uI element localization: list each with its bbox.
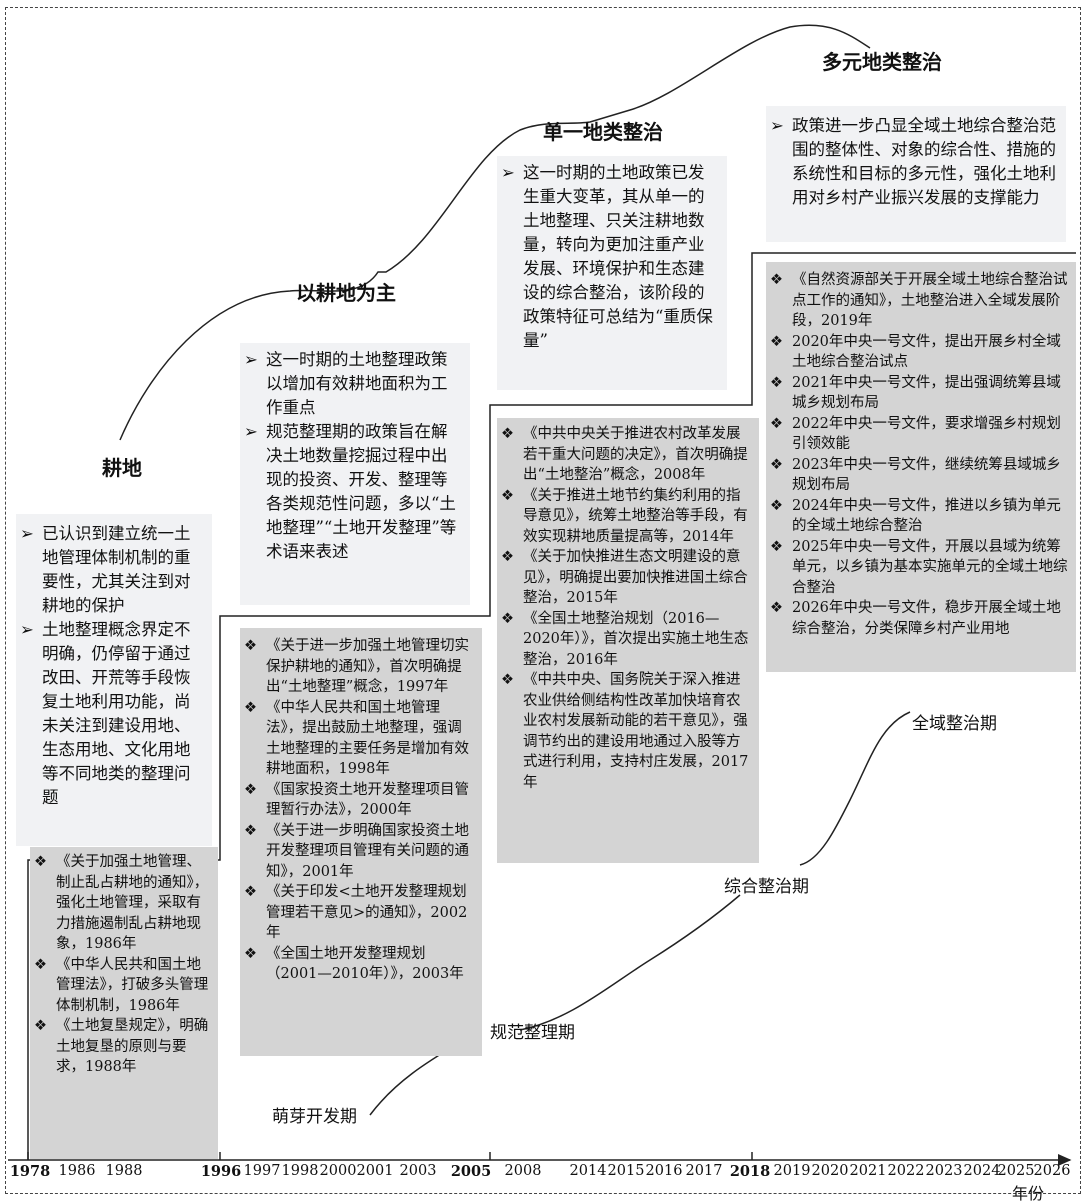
- stage-title-cultivated: 耕地: [102, 456, 142, 480]
- summary-item: ➢土地整理概念界定不明确，仍停留于通过改田、开荒等手段恢复土地利用功能，尚未关注…: [20, 620, 191, 807]
- axis-tick-label: 2019: [773, 1163, 811, 1179]
- axis-tick-label: 2026: [1033, 1163, 1071, 1179]
- axis-tick-label: 2003: [399, 1163, 437, 1179]
- summary-item: ➢已认识到建立统一土地管理体制机制的重要性，尤其关注到对耕地的保护: [20, 524, 191, 615]
- axis-tick-label: 2001: [356, 1163, 394, 1179]
- policy-item: ❖2020年中央一号文件，提出开展乡村全域土地综合整治试点: [770, 333, 1061, 371]
- policy-item: ❖《关于加快推进生态文明建设的意见》，明确提出要加快推进国土综合整治，2015年: [501, 549, 748, 606]
- axis-tick-label: 2008: [504, 1163, 542, 1179]
- axis-title: 年份: [1012, 1184, 1045, 1203]
- stage-title-cultivated-main: 以耕地为主: [296, 281, 396, 305]
- policy-item: ❖2022年中央一号文件，要求增强乡村规划引领效能: [770, 415, 1061, 453]
- policy-box-1: ❖《关于加强土地管理、制止乱占耕地的通知》，强化土地管理，采取有力措施遏制乱占耕…: [30, 847, 218, 1159]
- policy-item: ❖《国家投资土地开发整理项目管理暂行办法》，2000年: [244, 781, 469, 819]
- policy-item: ❖《全国土地整治规划（2016—2020年）》，首次提出实施土地生态整治，201…: [501, 610, 749, 668]
- axis-tick-label: 1997: [243, 1163, 281, 1179]
- axis-tick-label: 2017: [685, 1163, 723, 1179]
- policy-item: ❖《土地复垦规定》，明确土地复垦的原则与要求，1988年: [34, 1018, 209, 1075]
- policy-item: ❖2024年中央一号文件，推进以乡镇为单元的全域土地综合整治: [770, 497, 1061, 535]
- policy-item: ❖2021年中央一号文件，提出强调统筹县域城乡规划布局: [770, 374, 1061, 412]
- diagram-frame: [5, 7, 1081, 1194]
- policy-box-4: ❖《自然资源部关于开展全域土地综合整治试点工作的通知》，土地整治进入全域发展阶段…: [766, 262, 1076, 672]
- axis-tick-label: 1988: [105, 1163, 143, 1179]
- stage-title-curve: [119, 24, 871, 441]
- policy-item: ❖《关于进一步加强土地管理切实保护耕地的通知》，首次明确提出“土地整理”概念，1…: [244, 638, 469, 695]
- axis-tick-label: 2018: [729, 1163, 771, 1180]
- summary-item: ➢这一时期的土地整理政策以增加有效耕地面积为工作重点: [244, 350, 448, 417]
- policy-item: ❖《全国土地开发整理规划（2001—2010年）》，2003年: [244, 945, 464, 983]
- policy-item: ❖2026年中央一号文件，稳步开展全域土地综合整治，分类保障乡村产业用地: [770, 600, 1061, 637]
- summary-item: ➢规范整理期的政策旨在解决土地数量挖掘过程中出现的投资、开发、整理等各类规范性问…: [244, 422, 457, 561]
- policy-item: ❖《自然资源部关于开展全域土地综合整治试点工作的通知》，土地整治进入全域发展阶段…: [770, 272, 1068, 329]
- axis-tick-label: 1978: [9, 1163, 51, 1180]
- summary-item: ➢政策进一步凸显全域土地综合整治范围的整体性、对象的综合性、措施的系统性和目标的…: [770, 116, 1056, 207]
- period-label-standardizing: 规范整理期: [490, 1023, 575, 1043]
- stage-title-multi: 多元地类整治: [822, 50, 942, 74]
- axis-tick-label: 2021: [849, 1163, 887, 1179]
- axis-tick-marks: [27, 1152, 753, 1160]
- axis-tick-label: 2022: [887, 1163, 925, 1179]
- period-label-budding: 萌芽开发期: [272, 1107, 357, 1127]
- axis-tick-label: 1986: [58, 1163, 96, 1179]
- policy-item: ❖《关于加强土地管理、制止乱占耕地的通知》，强化土地管理，采取有力措施遏制乱占耕…: [34, 854, 209, 952]
- summary-box-1: ➢已认识到建立统一土地管理体制机制的重要性，尤其关注到对耕地的保护 ➢土地整理概…: [16, 514, 212, 846]
- summary-box-4: ➢政策进一步凸显全域土地综合整治范围的整体性、对象的综合性、措施的系统性和目标的…: [766, 106, 1066, 242]
- axis-tick-label: 2016: [645, 1163, 683, 1179]
- axis-tick-label: 2014: [569, 1163, 607, 1179]
- policy-box-3: ❖《中共中央关于推进农村改革发展若干重大问题的决定》，首次明确提出“土地整治”概…: [497, 418, 759, 863]
- axis-tick-label: 2023: [925, 1163, 963, 1179]
- summary-box-2: ➢这一时期的土地整理政策以增加有效耕地面积为工作重点 ➢规范整理期的政策旨在解决…: [240, 343, 470, 605]
- policy-item: ❖《中华人民共和国土地管理法》，打破多头管理体制机制，1986年: [34, 956, 209, 1014]
- summary-box-3: ➢这一时期的土地政策已发生重大变革，其从单一的土地整理、只关注耕地数量，转向为更…: [497, 156, 727, 390]
- policy-item: ❖《中共中央关于推进农村改革发展若干重大问题的决定》，首次明确提出“土地整治”概…: [501, 426, 748, 483]
- policy-item: ❖《关于进一步明确国家投资土地开发整理项目管理有关问题的通知》，2001年: [244, 822, 469, 880]
- axis-tick-label: 2020: [811, 1163, 849, 1179]
- policy-box-2: ❖《关于进一步加强土地管理切实保护耕地的通知》，首次明确提出“土地整理”概念，1…: [240, 628, 482, 1056]
- period-label-comprehensive: 综合整治期: [724, 877, 809, 897]
- axis-tick-label: 1998: [281, 1163, 319, 1179]
- axis-tick-label: 2024: [963, 1163, 1001, 1179]
- axis-tick-label: 2005: [450, 1163, 492, 1180]
- policy-item: ❖《中共中央、国务院关于深入推进农业供给侧结构性改革加快培育农业农村发展新动能的…: [501, 672, 749, 791]
- period-label-territory-wide: 全域整治期: [912, 714, 997, 734]
- axis-tick-label: 1996: [200, 1163, 242, 1180]
- axis-tick-label: 2015: [607, 1163, 645, 1179]
- policy-item: ❖《关于推进土地节约集约利用的指导意见》，统筹土地整治等手段，有效实现耕地质量提…: [501, 487, 748, 545]
- axis-tick-label: 2000: [319, 1163, 357, 1179]
- policy-item: ❖《关于印发<土地开发整理规划管理若干意见>的通知》，2002年: [244, 884, 468, 941]
- policy-item: ❖2025年中央一号文件，开展以县域为统筹单元，以乡镇为基本实施单元的全域土地综…: [770, 538, 1068, 596]
- summary-item: ➢这一时期的土地政策已发生重大变革，其从单一的土地整理、只关注耕地数量，转向为更…: [501, 163, 713, 350]
- policy-item: ❖2023年中央一号文件，继续统筹县域城乡规划布局: [770, 456, 1061, 494]
- stage-title-single: 单一地类整治: [543, 120, 663, 144]
- policy-item: ❖《中华人民共和国土地管理法》，提出鼓励土地整理，强调土地整理的主要任务是增加有…: [244, 699, 469, 778]
- axis-tick-label: 2025: [997, 1163, 1035, 1179]
